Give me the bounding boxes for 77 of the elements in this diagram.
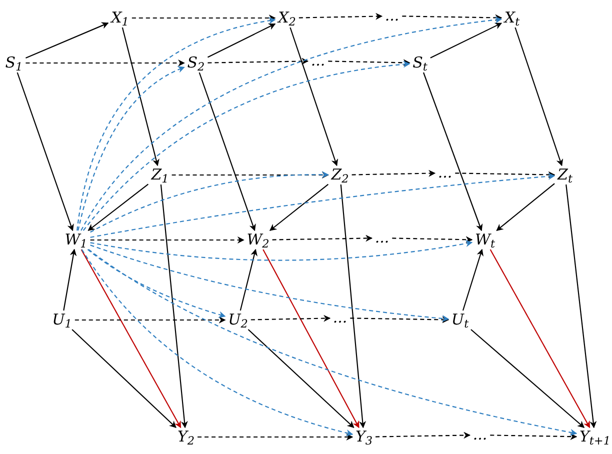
arrow — [290, 27, 338, 166]
variable-label: ... — [330, 310, 350, 326]
arrow — [88, 184, 149, 231]
variable-label: Z$_{2}$ — [329, 166, 351, 184]
arrow — [82, 60, 410, 231]
variable-label: ... — [372, 230, 392, 246]
arrow — [328, 59, 410, 66]
arrow — [402, 14, 502, 22]
arrow — [122, 27, 160, 166]
arrow — [262, 249, 360, 428]
arrow — [340, 184, 366, 428]
variable-label: ... — [436, 164, 454, 182]
arrow — [392, 236, 473, 244]
variable-label: X$_{t}$ — [502, 10, 522, 26]
arrow — [16, 72, 74, 232]
arrow — [90, 236, 244, 244]
variable-label: Y$_{2}$ — [175, 428, 197, 446]
variable-label: U$_{2}$ — [226, 312, 250, 328]
arrow — [248, 329, 354, 428]
arrow — [470, 329, 585, 428]
variable-label: U$_{t}$ — [449, 312, 471, 328]
arrow — [132, 14, 276, 22]
variable-label: ... — [382, 8, 402, 24]
arrow — [81, 249, 354, 436]
variable-label: Y$_{3}$ — [353, 428, 375, 446]
arrow — [74, 316, 226, 324]
arrow — [26, 22, 109, 59]
arrow — [87, 249, 226, 318]
arrow — [72, 329, 176, 428]
variable-label: S$_{2}$ — [185, 54, 207, 72]
arrow — [566, 184, 597, 428]
arrow — [430, 22, 502, 58]
arrow — [80, 16, 502, 231]
arrow — [63, 248, 77, 311]
variable-label: X$_{1}$ — [109, 10, 131, 26]
arrow — [496, 183, 555, 231]
variable-label: S$_{1}$ — [3, 54, 25, 72]
arrow — [352, 170, 436, 177]
arrow — [160, 184, 188, 428]
arrow — [208, 58, 309, 65]
arrow — [26, 60, 185, 66]
arrow — [376, 432, 471, 439]
arrow — [80, 249, 182, 428]
variable-label: U$_{1}$ — [50, 312, 74, 328]
variable-label: Y$_{t+1}$ — [578, 428, 612, 446]
arrow — [198, 434, 354, 440]
variable-label: Z$_{t}$ — [556, 166, 574, 184]
arrow — [90, 172, 556, 238]
variable-label: Z$_{1}$ — [149, 166, 171, 184]
arrow — [462, 248, 484, 311]
arrow — [350, 316, 450, 324]
arrow — [514, 27, 564, 166]
arrow — [172, 172, 329, 178]
arrow — [250, 314, 331, 322]
arrow — [298, 12, 383, 20]
arrow — [78, 66, 185, 231]
variable-label: ... — [308, 52, 328, 70]
arrow — [90, 171, 329, 233]
arrow — [90, 244, 450, 322]
arrow — [272, 234, 373, 242]
arrow — [490, 433, 578, 440]
variable-label: S$_{t}$ — [410, 54, 430, 72]
arrow — [198, 72, 256, 232]
variable-label: W$_{2}$ — [244, 232, 272, 248]
arrow — [490, 249, 590, 428]
arrow — [455, 171, 556, 178]
arrow — [88, 249, 578, 436]
arrow — [422, 72, 483, 232]
variable-label: X$_{2}$ — [276, 10, 298, 26]
variable-label: W$_{t}$ — [473, 232, 497, 248]
variable-label: W$_{1}$ — [62, 232, 90, 248]
arrow — [207, 23, 276, 58]
arrow — [269, 184, 329, 231]
arrow — [76, 17, 276, 231]
arrow — [240, 248, 258, 311]
variable-label: ... — [470, 426, 490, 444]
arrow — [90, 240, 473, 261]
